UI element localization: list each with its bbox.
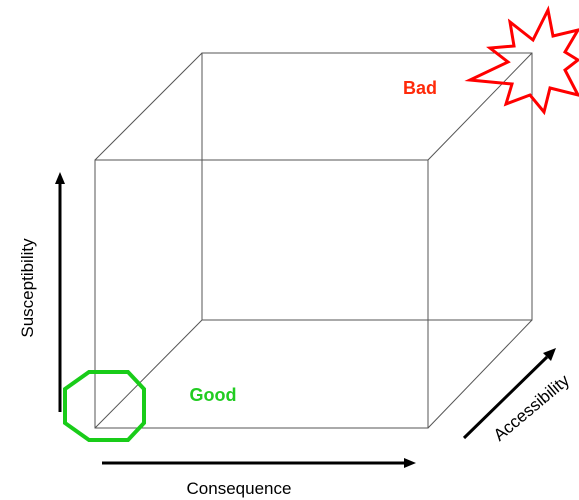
consequence-axis: Consequence xyxy=(102,458,416,498)
accessibility-label: Accessibility xyxy=(490,370,574,444)
cube-edge-bottom-left xyxy=(94,319,203,429)
consequence-label: Consequence xyxy=(187,479,292,498)
bad-region: Bad xyxy=(403,5,579,116)
accessibility-axis: Accessibility xyxy=(462,348,574,445)
susceptibility-arrow-head xyxy=(55,172,65,184)
accessibility-axis-line xyxy=(462,355,549,440)
cube-back-face xyxy=(201,52,533,321)
starburst-icon xyxy=(464,5,579,116)
cube-edge-top-left xyxy=(94,52,203,161)
good-region: Good xyxy=(63,370,237,442)
bad-label: Bad xyxy=(403,78,437,98)
cube-wireframe xyxy=(94,52,533,429)
cube-edge-top-right xyxy=(427,52,533,161)
cube-edge-bottom-right xyxy=(427,319,533,429)
consequence-arrow-head xyxy=(404,458,416,468)
susceptibility-label: Susceptibility xyxy=(18,238,37,338)
susceptibility-axis: Susceptibility xyxy=(18,172,65,412)
good-label: Good xyxy=(190,385,237,405)
accessibility-arrow-head xyxy=(543,348,556,361)
octagon-icon xyxy=(63,370,146,442)
